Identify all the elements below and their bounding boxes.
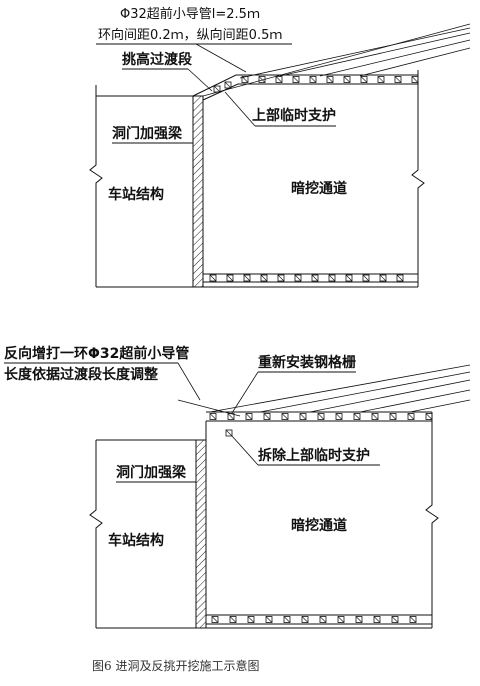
steel-grid-marker (292, 76, 300, 83)
steel-grid-marker (360, 76, 368, 83)
top-advance-pipes (202, 23, 471, 97)
steel-grid-marker (299, 413, 307, 420)
steel-grid-marker (229, 616, 237, 623)
panel-top: Φ32超前小导管l=2.5ｍ 环向间距0.2ｍ，纵向间距0.5ｍ 挑高过渡段 上… (89, 6, 471, 288)
steel-grid-marker (226, 274, 234, 282)
bottom-tunnel-label: 暗挖通道 (291, 517, 347, 534)
top-station-label: 车站结构 (108, 186, 164, 203)
bottom-portal-beam-label: 洞门加强梁 (116, 464, 187, 481)
bottom-roof-steel-grids (209, 413, 433, 420)
top-temporary-support (213, 81, 232, 93)
steel-grid-marker (328, 274, 336, 282)
steel-grid-marker (311, 274, 319, 282)
steel-grid-marker (373, 616, 381, 623)
steel-grid-marker (281, 413, 289, 420)
steel-grid-marker (209, 413, 217, 420)
top-transition-label: 挑高过渡段 (122, 51, 192, 68)
top-temp-support-label: 上部临时支护 (252, 107, 336, 124)
steel-grid-marker (335, 413, 343, 420)
steel-grid-marker (245, 413, 253, 420)
top-roof-steel-grids (241, 76, 419, 83)
bottom-removed-support-marker (225, 429, 233, 437)
top-left-break-line (89, 150, 103, 287)
steel-grid-marker (309, 76, 317, 83)
steel-grid-marker (275, 76, 283, 83)
figure-caption: 图6 进洞及反挑开挖施工示意图 (92, 658, 259, 673)
bottom-floor-steel-grids (211, 616, 417, 623)
steel-grid-marker (317, 413, 325, 420)
steel-grid-marker (337, 616, 345, 623)
bottom-advance-pipes (177, 364, 471, 417)
top-portal-beam (192, 95, 204, 288)
top-tunnel-label: 暗挖通道 (291, 180, 347, 197)
steel-grid-marker (396, 274, 404, 282)
steel-grid-marker (247, 616, 255, 623)
steel-grid-marker (243, 274, 251, 282)
steel-grid-marker (241, 76, 249, 83)
steel-grid-marker (227, 413, 235, 420)
steel-grid-marker (377, 76, 385, 83)
top-pipe-spec-line2: 环向间距0.2ｍ，纵向间距0.5ｍ (98, 27, 282, 43)
steel-grid-marker (409, 616, 417, 623)
steel-grid-marker (425, 413, 433, 420)
top-floor-steel-grids (209, 274, 404, 282)
steel-grid-marker (355, 616, 363, 623)
steel-grid-marker (411, 76, 419, 83)
top-transition-slope (192, 74, 418, 97)
bottom-reinstall-label: 重新安装钢格栅 (258, 354, 356, 371)
bottom-reverse-pipe-line1: 反向增打一环Φ32超前小导管 (4, 345, 189, 362)
bottom-right-break-line (425, 412, 439, 628)
steel-grid-marker (258, 76, 266, 83)
bottom-left-break-line (89, 440, 103, 628)
steel-grid-marker (277, 274, 285, 282)
steel-grid-marker (263, 413, 271, 420)
panel-bottom: 反向增打一环Φ32超前小导管 长度依据过渡段长度调整 重新安装钢格栅 拆除上部临… (4, 345, 471, 629)
steel-grid-marker (294, 274, 302, 282)
bottom-station-label: 车站结构 (108, 532, 164, 549)
top-right-break-line (411, 70, 425, 287)
steel-grid-marker (260, 274, 268, 282)
steel-grid-marker (391, 616, 399, 623)
steel-grid-marker (389, 413, 397, 420)
top-pipe-spec-line1: Φ32超前小导管l=2.5ｍ (120, 6, 260, 22)
steel-grid-marker (343, 76, 351, 83)
steel-grid-marker (319, 616, 327, 623)
steel-grid-marker (394, 76, 402, 83)
steel-grid-marker (283, 616, 291, 623)
steel-grid-marker (265, 616, 273, 623)
steel-grid-marker (209, 274, 217, 282)
steel-grid-marker (353, 413, 361, 420)
steel-grid-marker (345, 274, 353, 282)
bottom-remove-support-label: 拆除上部临时支护 (258, 447, 370, 464)
steel-grid-marker (407, 413, 415, 420)
steel-grid-marker (379, 274, 387, 282)
steel-grid-marker (301, 616, 309, 623)
bottom-reverse-pipe-line2: 长度依据过渡段长度调整 (4, 366, 159, 383)
top-portal-beam-label: 洞门加强梁 (112, 125, 183, 142)
steel-grid-marker (362, 274, 370, 282)
steel-grid-marker (371, 413, 379, 420)
steel-grid-marker (326, 76, 334, 83)
top-transition-inner (202, 83, 418, 101)
bottom-portal-beam (195, 439, 207, 629)
steel-grid-marker (211, 616, 219, 623)
